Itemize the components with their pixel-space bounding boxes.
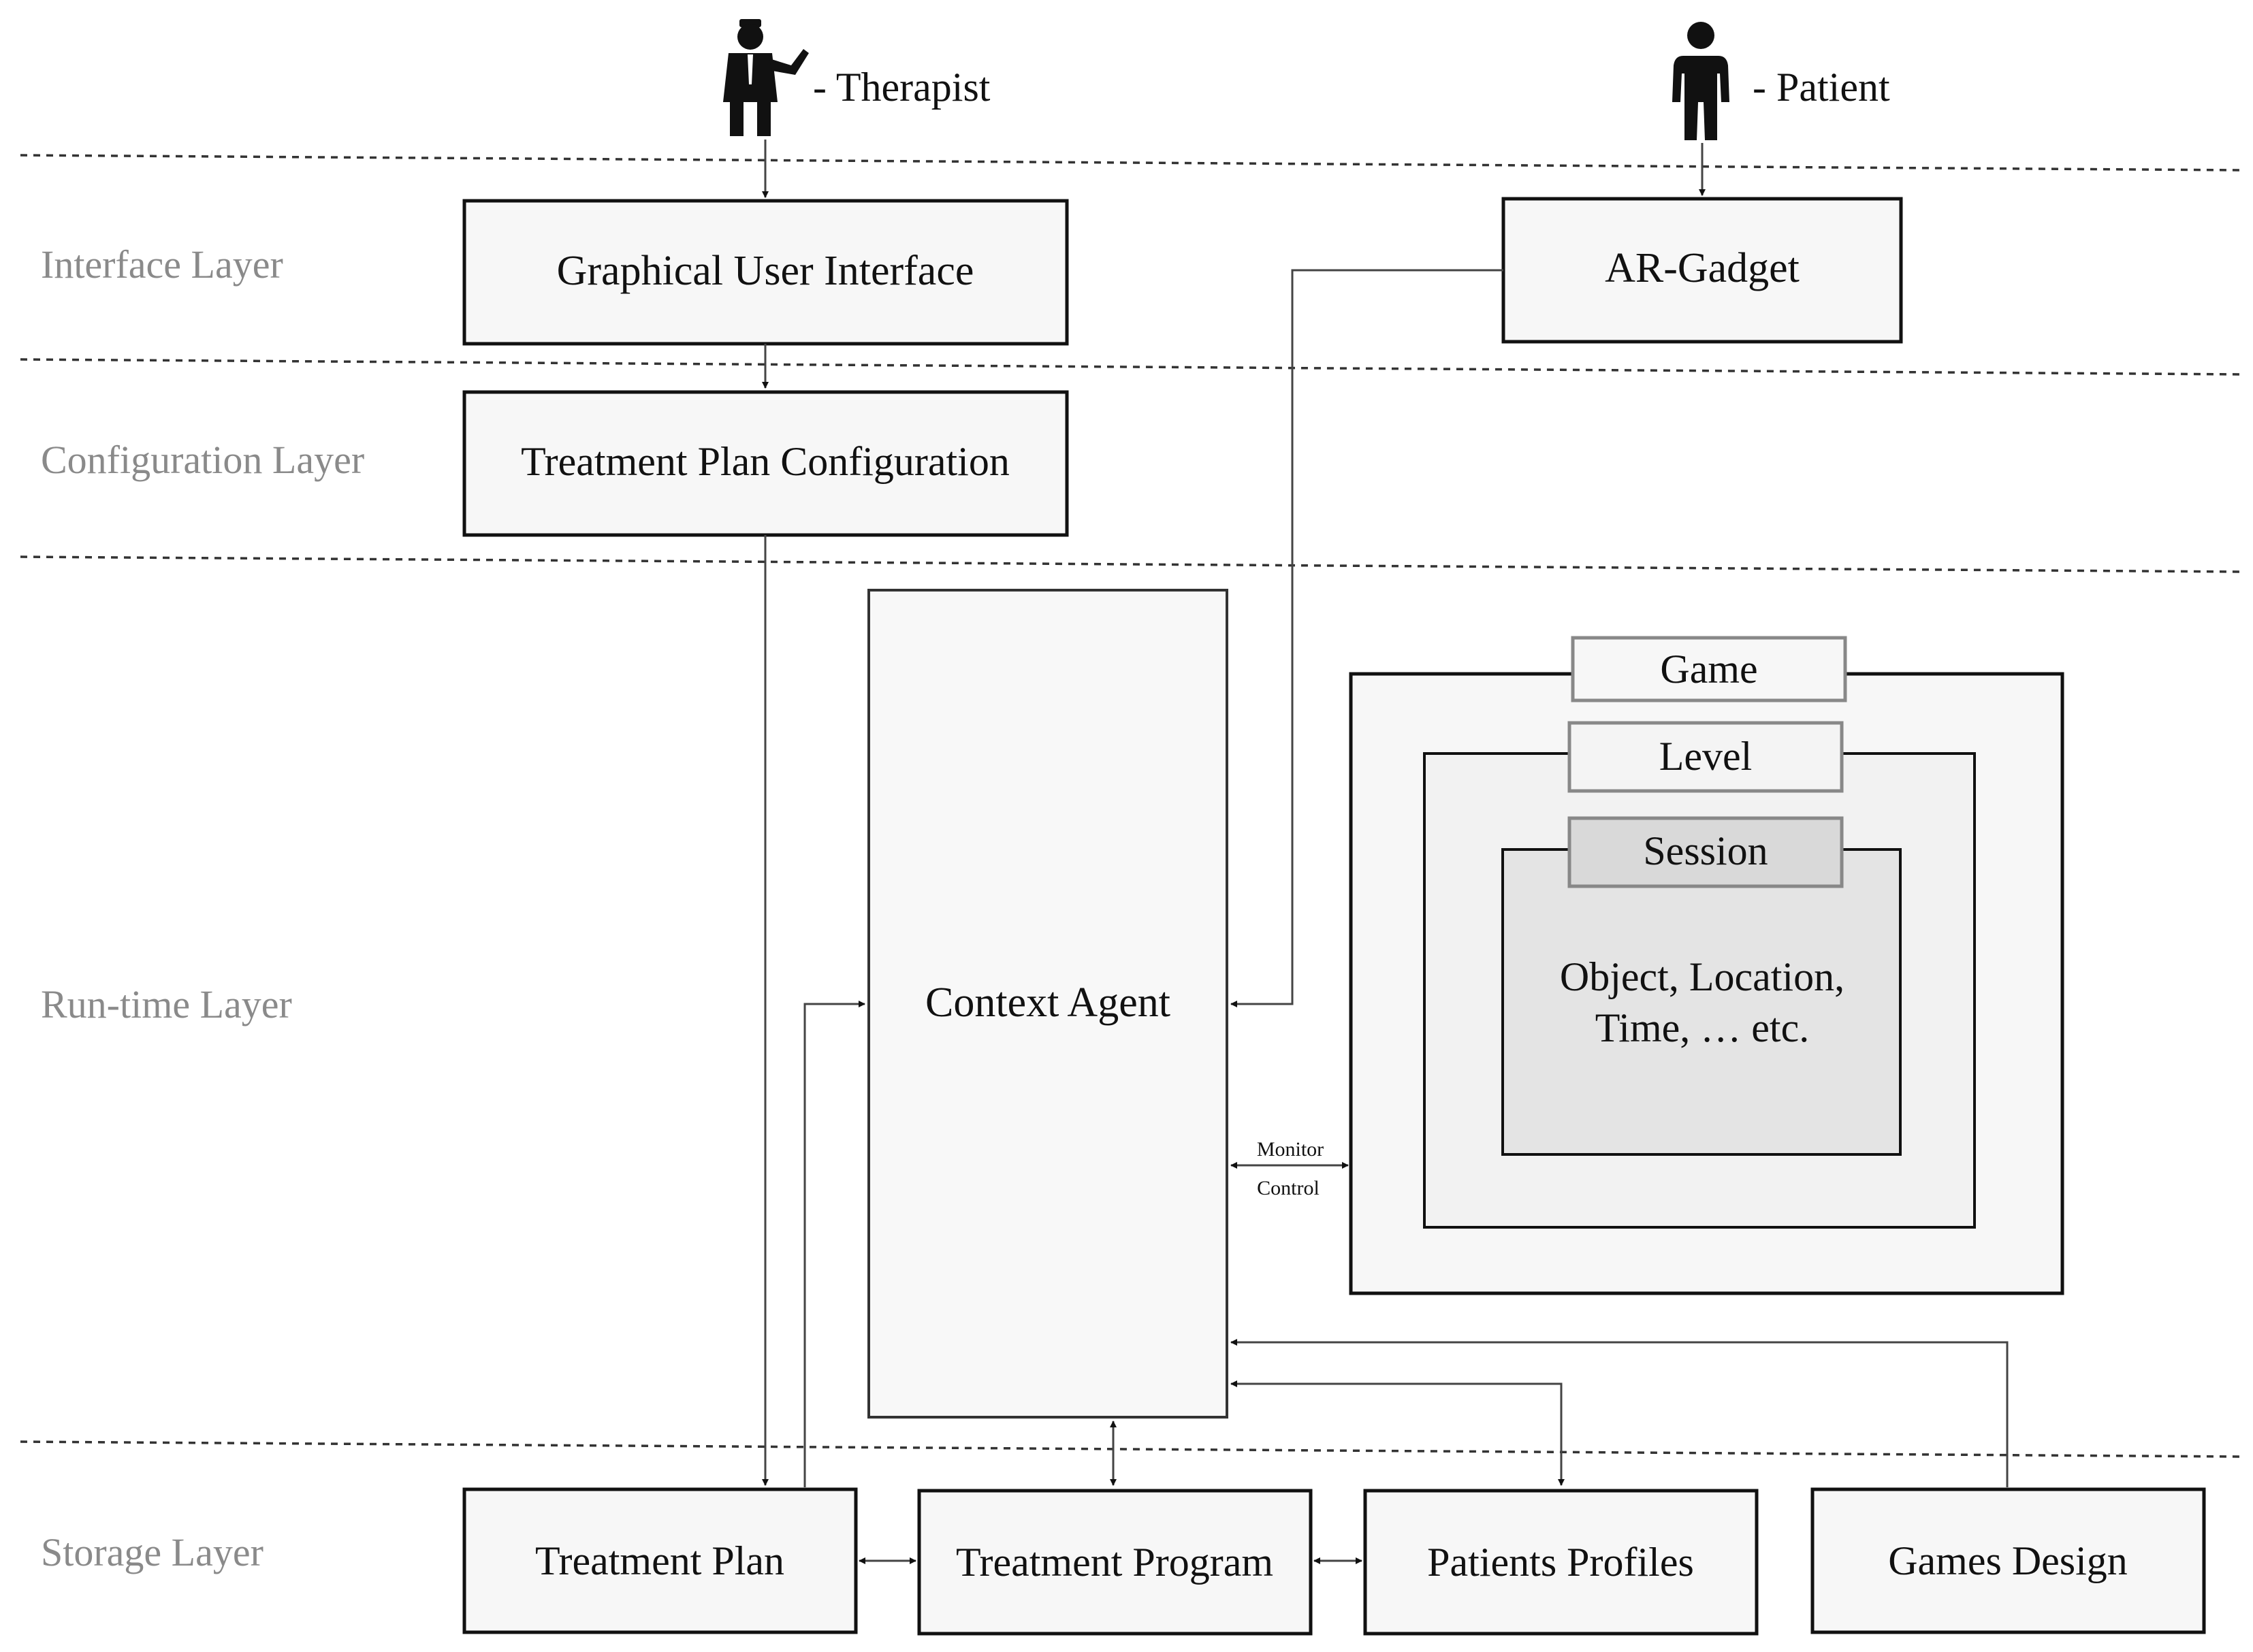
games-design-label: Games Design [1888,1538,2128,1583]
treatment-program-label: Treatment Program [956,1540,1273,1585]
session-content-line2: Time, … etc. [1595,1005,1809,1050]
session-tab [1567,816,1844,888]
layer-separator-top [20,154,2241,172]
treatment-plan-label: Treatment Plan [535,1538,784,1583]
game-label: Game [1660,647,1757,692]
treatment-plan-to-context-agent-connector [803,1001,865,1487]
games-design-box [1810,1487,2206,1634]
session-container [1501,848,1902,1156]
therapist-icon [723,19,809,136]
patients-profiles-context-agent-connector [1230,1380,1565,1486]
game-tab [1571,636,1847,702]
treatment-program-box [917,1489,1313,1636]
layer-label-interface: Interface Layer [41,242,283,287]
therapist-label: - Therapist [813,65,991,110]
patient-label: - Patient [1753,65,1890,110]
monitor-label: Monitor [1257,1138,1324,1161]
ar-gadget-label: AR-Gadget [1605,245,1800,291]
layer-label-configuration: Configuration Layer [41,438,364,482]
layer-label-storage: Storage Layer [41,1530,263,1574]
treatment-plan-box [462,1487,858,1634]
gui-label: Graphical User Interface [557,248,974,294]
layer-separator-config-runtime [20,555,2241,573]
layer-separator-interface-config [20,358,2241,376]
games-design-to-context-agent-connector [1230,1339,2009,1487]
layer-separator-runtime-storage [20,1440,2241,1458]
patient-icon [1672,22,1729,140]
patients-profiles-label: Patients Profiles [1427,1540,1694,1585]
patients-profiles-box [1363,1489,1759,1636]
control-label: Control [1257,1177,1320,1199]
session-label: Session [1643,828,1768,873]
level-tab [1567,721,1844,793]
level-label: Level [1659,734,1753,779]
gui-box [462,199,1069,346]
ar-gadget-to-context-agent-connector [1230,269,1503,1007]
session-content-line1: Object, Location, [1560,954,1844,999]
layer-label-runtime: Run-time Layer [41,982,292,1026]
context-agent-box [867,589,1228,1419]
treatment-plan-config-label: Treatment Plan Configuration [521,439,1010,484]
context-agent-label: Context Agent [925,979,1170,1026]
